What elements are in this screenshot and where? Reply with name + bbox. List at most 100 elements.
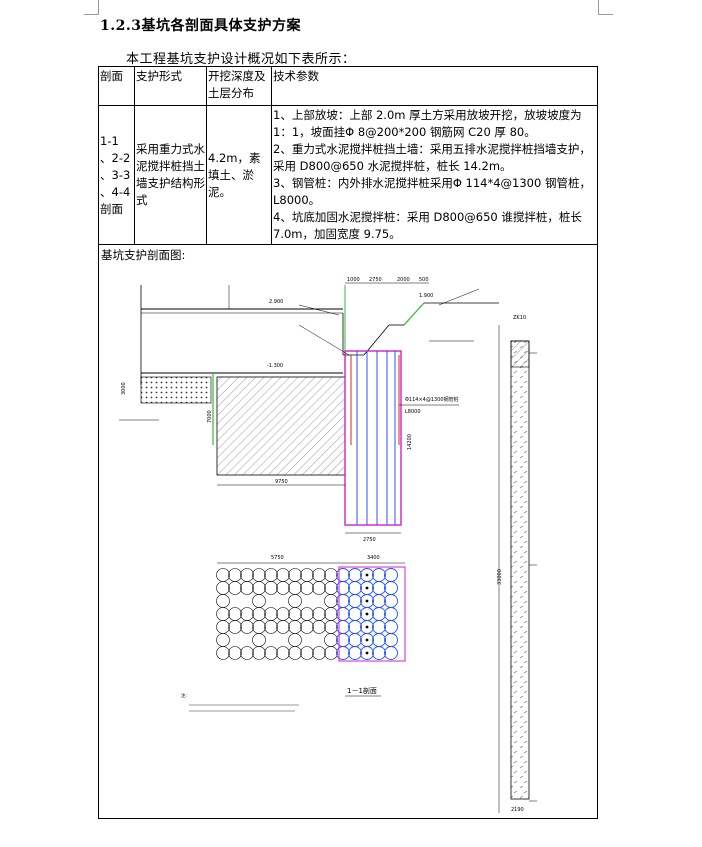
drawing-notes: 注: [181, 692, 299, 712]
pile-circle [288, 607, 302, 621]
cell-depth: 4.2m，素填土、淤泥。 [206, 105, 272, 245]
pile-circle [252, 633, 266, 647]
pile-circle [336, 581, 350, 595]
elevation-label: 1.900 [419, 293, 433, 299]
steel-pipe-pile [365, 625, 369, 629]
cell-params: 1、上部放坡：上部 2.0m 厚土方采用放坡开挖，放坡坡度为 1：1，坡面挂Φ … [271, 105, 598, 245]
pile-circle [348, 607, 362, 621]
section-drawing: 1000 2750 2000 500 2.900 1.900 -1.300 30… [119, 277, 537, 813]
pile-circle [312, 581, 326, 595]
pile-circle [288, 646, 302, 660]
pile-circle [216, 594, 230, 608]
pile-circle [384, 594, 398, 608]
pile-circle [384, 568, 398, 582]
pile-circle [252, 607, 266, 621]
section-heading: 1.2.3基坑各剖面具体支护方案 [100, 18, 301, 34]
borehole-depth: 33000 [497, 569, 503, 585]
pile-circle [240, 581, 254, 595]
reinforcement-block [216, 376, 346, 476]
pile-circle [336, 633, 350, 647]
dim-label: 1000 [347, 277, 360, 283]
pile-circle [336, 568, 350, 582]
pile-circle [324, 581, 338, 595]
top-dimensions: 1000 2750 2000 500 2.900 1.900 -1.300 30… [121, 277, 459, 543]
intro-paragraph: 本工程基坑支护设计概况如下表所示： [126, 52, 356, 67]
dim-label: 2750 [363, 537, 376, 543]
section-title: 1－1剖面 [347, 686, 377, 695]
pile-circle [384, 620, 398, 634]
param-item: 2、重力式水泥搅拌桩挡土墙：采用五排水泥搅拌桩挡墙支护，采用 D800@650 … [273, 142, 591, 173]
pile-circle [348, 646, 362, 660]
pile-circle [348, 581, 362, 595]
pile-circle [348, 568, 362, 582]
backfill-zone [140, 376, 212, 404]
pile-circle [228, 620, 242, 634]
pile-circle [252, 646, 266, 660]
pile-circle [372, 620, 386, 634]
borehole-bottom: 2190 [511, 807, 524, 813]
pile-circle [300, 568, 314, 582]
pile-circle [276, 620, 290, 634]
pile-circle [288, 568, 302, 582]
pile-circle [336, 620, 350, 634]
pile-circle [216, 568, 230, 582]
pile-circle [360, 646, 374, 660]
pile-circle [228, 568, 242, 582]
header-support-form: 支护形式 [134, 66, 207, 106]
table-header-row: 剖面 支护形式 开挖深度及土层分布 技术参数 [98, 66, 598, 106]
pile-circle [288, 620, 302, 634]
wall-outline-plan [338, 566, 406, 662]
pile-circle [264, 568, 278, 582]
pile-circle [216, 633, 230, 647]
pile-circle [216, 581, 230, 595]
header-params: 技术参数 [271, 66, 598, 106]
cell-support-form: 采用重力式水泥搅拌桩挡土墙支护结构形式 [134, 105, 207, 245]
dim-label: 3000 [121, 382, 127, 395]
pile-circle [276, 646, 290, 660]
dim-label: 14200 [407, 434, 413, 450]
support-scheme-table: 剖面 支护形式 开挖深度及土层分布 技术参数 1-1 、2-2 、3-3 、4-… [98, 66, 598, 819]
pile-circle [324, 633, 338, 647]
pile-circle [288, 581, 302, 595]
pile-circle [240, 568, 254, 582]
pile-circle [384, 633, 398, 647]
pile-circle [276, 581, 290, 595]
table-row: 1-1 、2-2 、3-3 、4-4 剖面 采用重力式水泥搅拌桩挡土墙支护结构形… [98, 105, 598, 245]
steel-pipe-pile [365, 651, 369, 655]
pile-circle [384, 646, 398, 660]
dim-label: 2000 [397, 277, 410, 283]
leader-lines [119, 288, 480, 421]
param-item: 1、上部放坡：上部 2.0m 厚土方采用放坡开挖，放坡坡度为 1：1，坡面挂Φ … [273, 108, 582, 139]
pile-circles [216, 566, 406, 662]
steel-pipe-pile [365, 612, 369, 616]
pile-circle [372, 568, 386, 582]
pile-circle [300, 620, 314, 634]
param-item: 3、钢管桩：内外排水泥搅拌桩采用Φ 114*4@1300 钢管桩，L8000。 [273, 176, 591, 207]
pile-length: L8000 [405, 409, 421, 415]
pile-circle [336, 607, 350, 621]
pile-circle [276, 568, 290, 582]
pile-circle [216, 620, 230, 634]
pile-circle [312, 646, 326, 660]
pile-circle [252, 620, 266, 634]
ground-profile [140, 285, 499, 385]
pile-circle [324, 646, 338, 660]
borehole-log: ZK10 33000 2190 [497, 315, 537, 813]
elevation-label: 2.900 [269, 299, 283, 305]
steel-pipe-pile [365, 599, 369, 603]
pile-circle [372, 646, 386, 660]
pile-circle [264, 646, 278, 660]
pile-circle [372, 633, 386, 647]
pile-circle [216, 646, 230, 660]
pile-plan-view: 5750 3400 [217, 555, 405, 564]
pile-circle [384, 581, 398, 595]
pile-circle [372, 581, 386, 595]
drawing-row: 基坑支护剖面图: [98, 244, 598, 819]
pile-circle [336, 646, 350, 660]
drawing-label: 基坑支护剖面图: [101, 248, 186, 262]
pile-circle [324, 620, 338, 634]
pile-circle [312, 620, 326, 634]
pile-circle [252, 568, 266, 582]
dim-label: 3400 [367, 555, 380, 561]
pile-circle [264, 620, 278, 634]
